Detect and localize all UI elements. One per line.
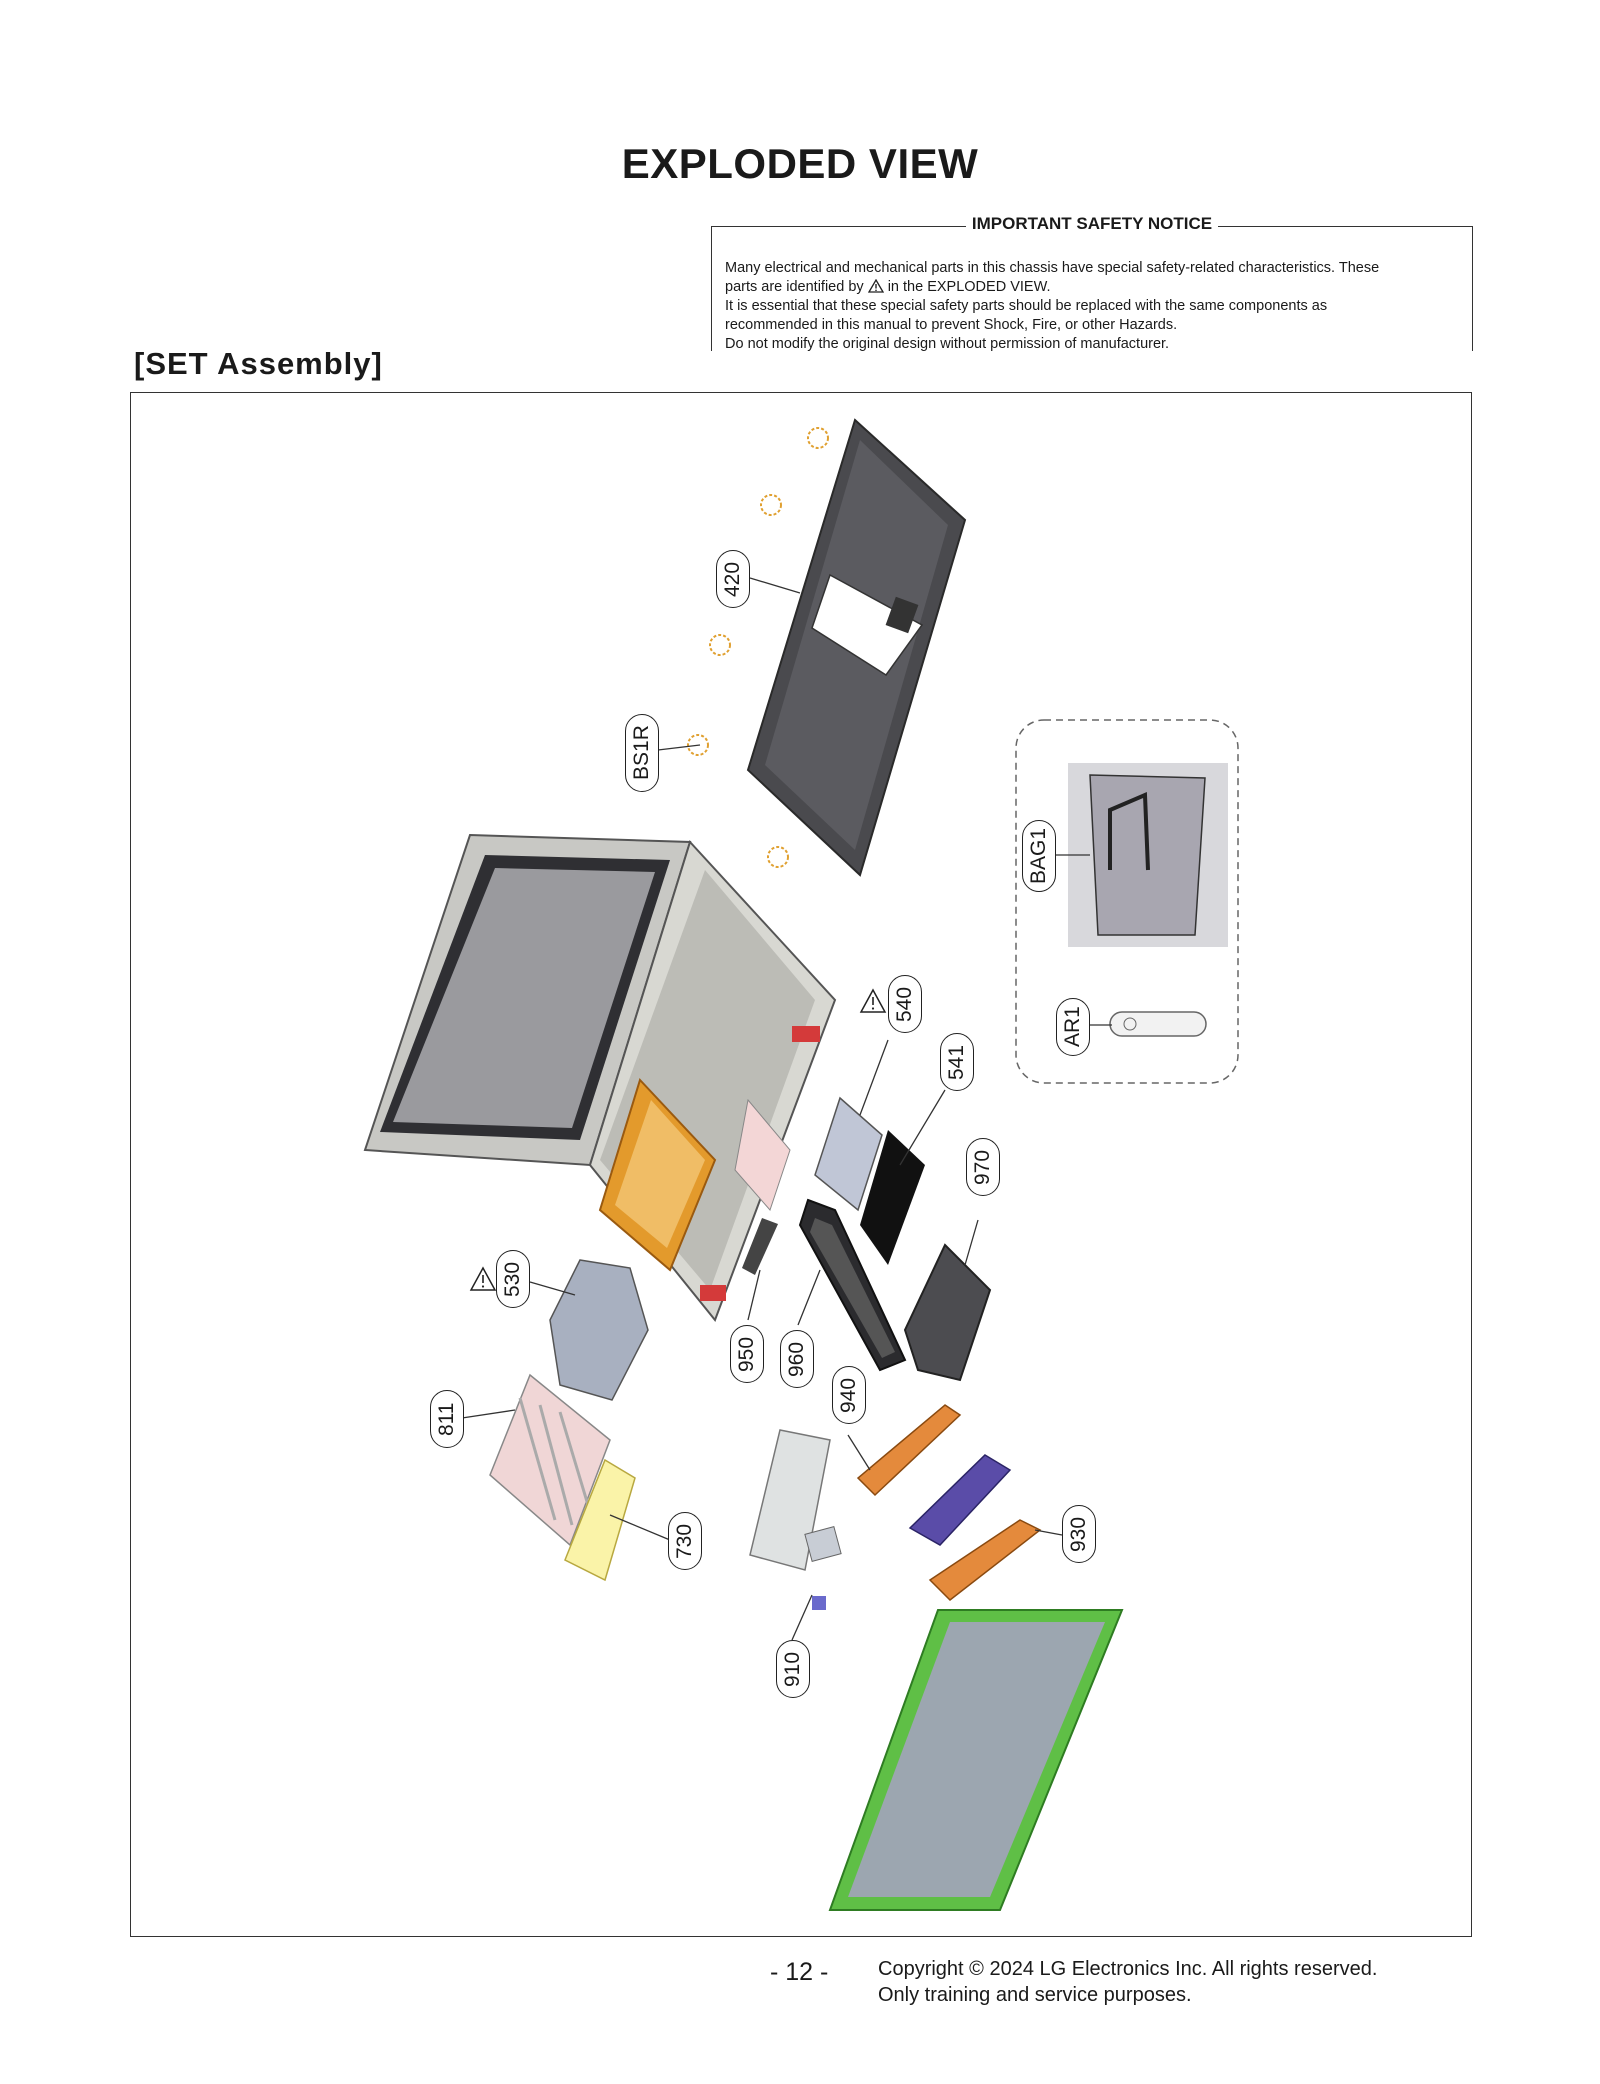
callout-910: 910: [776, 1640, 810, 1698]
bracket-940-part: [856, 1404, 962, 1497]
insulator-sheet-541-part: [860, 1130, 925, 1265]
safety-notice-text: Many electrical and mechanical parts in …: [725, 260, 1380, 352]
warning-triangle-icon: [859, 988, 887, 1013]
safety-notice-box: IMPORTANT SAFETY NOTICE Many electrical …: [711, 214, 1473, 352]
callout-960: 960: [780, 1330, 814, 1388]
warning-triangle-icon: [469, 1266, 497, 1291]
bag-part: [1068, 763, 1228, 947]
page-title: EXPLODED VIEW: [621, 140, 979, 187]
rear-cover-part: [746, 418, 967, 877]
callout-940: 940: [832, 1366, 866, 1424]
callout-970: 970: [966, 1138, 1000, 1196]
module-910-part: [804, 1525, 842, 1610]
callout-ar1: AR1: [1056, 998, 1090, 1056]
display-panel-part: [828, 1609, 1124, 1911]
safety-notice-heading: IMPORTANT SAFETY NOTICE: [712, 214, 1472, 234]
callout-420: 420: [716, 550, 750, 608]
exploded-view-frame: [130, 392, 1472, 1937]
bracket-950-part: [742, 1218, 778, 1275]
remote-part: [1109, 1011, 1207, 1037]
section-title: [SET Assembly]: [134, 346, 383, 381]
callout-811: 811: [430, 1390, 464, 1448]
callout-541: 541: [940, 1033, 974, 1091]
cover-970-part: [903, 1243, 992, 1382]
accessory-box: [1015, 719, 1239, 1084]
board-540-part: [814, 1096, 883, 1212]
leader-lines: [461, 577, 1112, 1641]
callout-950: 950: [730, 1325, 764, 1383]
plate-811-part: [489, 1373, 611, 1547]
main-chassis-part: [363, 833, 837, 1322]
callout-bs1r: BS1R: [625, 714, 659, 792]
callout-530: 530: [496, 1250, 530, 1308]
callout-730: 730: [668, 1512, 702, 1570]
callout-bag1: BAG1: [1022, 820, 1056, 892]
battery-960-part: [798, 1198, 907, 1372]
frame-purple-part: [908, 1454, 1012, 1546]
callout-540: 540: [888, 975, 922, 1033]
copyright-notice: Copyright © 2024 LG Electronics Inc. All…: [878, 1958, 1378, 2006]
pad-730-part: [564, 1458, 636, 1582]
bracket-930-part: [928, 1519, 1042, 1601]
warning-triangle-icon: [867, 279, 884, 293]
board-530-part: [549, 1259, 649, 1401]
callout-930: 930: [1062, 1505, 1096, 1563]
page-number: - 12 -: [770, 1958, 829, 1986]
